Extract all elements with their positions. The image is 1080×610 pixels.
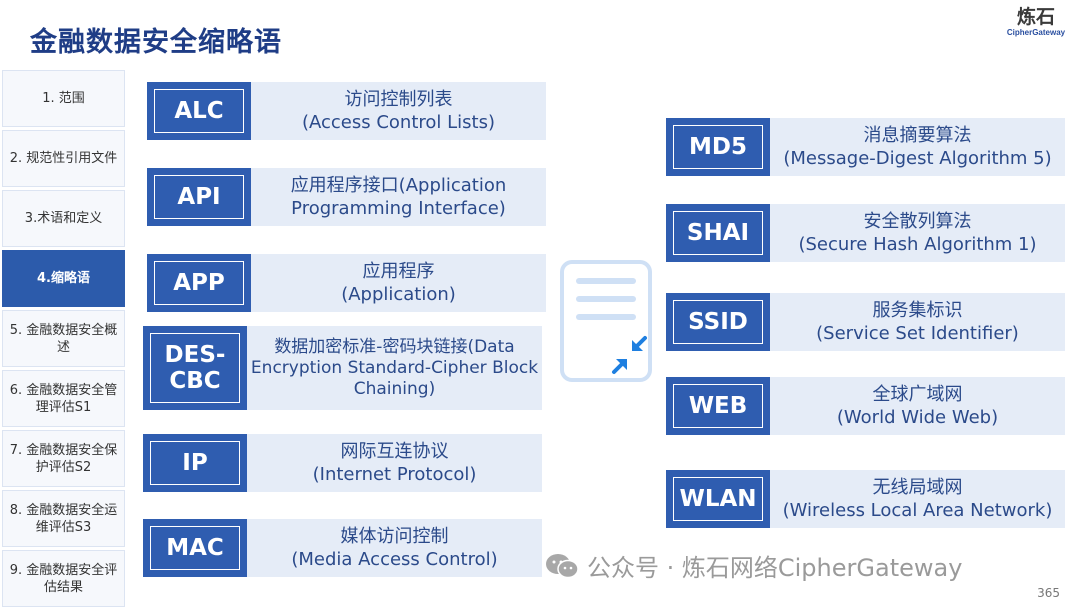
term-en: (Service Set Identifier) [816,323,1019,344]
term-card-des-cbc: DES- CBC 数据加密标准-密码块链接(Data Encryption St… [143,326,542,410]
term-abbr: MD5 [666,118,770,176]
term-en: Encryption Standard-Cipher Block [250,357,539,378]
term-description: 网际互连协议 (Internet Protocol) [247,434,542,492]
sidebar-item-abbreviations[interactable]: 4.缩略语 [2,250,125,307]
term-description: 全球广域网 (World Wide Web) [770,377,1065,435]
page-title: 金融数据安全缩略语 [30,27,282,58]
term-abbr: APP [147,254,251,312]
sidebar-item-normative-references[interactable]: 2. 规范性引用文件 [2,130,125,187]
term-card-mac: MAC 媒体访问控制 (Media Access Control) [143,519,542,577]
watermark-text: 公众号 · 炼石网络CipherGateway [587,554,963,582]
term-abbr: DES- CBC [143,326,247,410]
sidebar-item-operations-assessment[interactable]: 8. 金融数据安全运维评估S3 [2,490,125,547]
term-card-ip: IP 网际互连协议 (Internet Protocol) [143,434,542,492]
term-description: 应用程序接口(Application Programming Interface… [251,168,546,226]
sidebar-item-overview[interactable]: 5. 金融数据安全概述 [2,310,125,367]
sidebar-item-scope[interactable]: 1. 范围 [2,70,125,127]
term-en: (Wireless Local Area Network) [782,500,1053,521]
sidebar-item-assessment-results[interactable]: 9. 金融数据安全评估结果 [2,550,125,607]
term-en: (Access Control Lists) [301,112,496,133]
term-abbr: SSID [666,293,770,351]
term-abbr: MAC [143,519,247,577]
term-en: (Application) [341,284,456,305]
brand-logo: 炼石 CipherGateway [1004,6,1068,37]
term-abbr: WLAN [666,470,770,528]
wechat-icon [546,553,579,578]
term-en: (Internet Protocol) [312,464,477,485]
term-cn: 全球广域网 [872,384,963,405]
term-cn: 安全散列算法 [863,211,972,232]
term-description: 访问控制列表 (Access Control Lists) [251,82,546,140]
term-en: (Secure Hash Algorithm 1) [798,234,1037,255]
term-en: Programming Interface) [291,198,506,219]
term-card-web: WEB 全球广域网 (World Wide Web) [666,377,1065,435]
term-description: 无线局域网 (Wireless Local Area Network) [770,470,1065,528]
page-number: 365 [1037,586,1060,600]
sidebar-item-terms-definitions[interactable]: 3.术语和定义 [2,190,125,247]
term-card-ssid: SSID 服务集标识 (Service Set Identifier) [666,293,1065,351]
term-cn: 应用程序接口(Application [290,175,507,196]
term-cn: 无线局域网 [872,477,963,498]
term-abbr: API [147,168,251,226]
term-abbr: ALC [147,82,251,140]
wechat-watermark: 公众号 · 炼石网络CipherGateway [545,548,962,583]
term-card-sha1: SHAI 安全散列算法 (Secure Hash Algorithm 1) [666,204,1065,262]
term-cn: 应用程序 [362,261,435,282]
term-description: 数据加密标准-密码块链接(Data Encryption Standard-Ci… [247,326,542,410]
term-description: 安全散列算法 (Secure Hash Algorithm 1) [770,204,1065,262]
term-cn: 网际互连协议 [340,441,449,462]
term-en-cont: Chaining) [353,378,436,399]
term-description: 服务集标识 (Service Set Identifier) [770,293,1065,351]
term-card-wlan: WLAN 无线局域网 (Wireless Local Area Network) [666,470,1065,528]
term-card-alc: ALC 访问控制列表 (Access Control Lists) [147,82,546,140]
term-abbr: IP [143,434,247,492]
term-description: 媒体访问控制 (Media Access Control) [247,519,542,577]
term-description: 消息摘要算法 (Message-Digest Algorithm 5) [770,118,1065,176]
term-card-api: API 应用程序接口(Application Programming Inter… [147,168,546,226]
term-description: 应用程序 (Application) [251,254,546,312]
term-en: (Media Access Control) [291,549,498,570]
term-cn: 消息摘要算法 [863,125,972,146]
logo-text-cn: 炼石 [1016,6,1055,28]
sidebar-item-protection-assessment[interactable]: 7. 金融数据安全保护评估S2 [2,430,125,487]
term-card-app: APP 应用程序 (Application) [147,254,546,312]
term-cn: 服务集标识 [872,300,963,321]
logo-text-en: CipherGateway [1006,28,1066,37]
term-en: (World Wide Web) [836,407,999,428]
sidebar-nav: 1. 范围 2. 规范性引用文件 3.术语和定义 4.缩略语 5. 金融数据安全… [2,70,125,610]
term-abbr: SHAI [666,204,770,262]
document-icon [560,260,652,382]
term-cn: 媒体访问控制 [340,526,449,547]
term-abbr: WEB [666,377,770,435]
term-cn: 访问控制列表 [344,89,453,110]
term-cn: 数据加密标准-密码块链接(Data [274,336,515,357]
sidebar-item-management-assessment[interactable]: 6. 金融数据安全管理评估S1 [2,370,125,427]
term-card-md5: MD5 消息摘要算法 (Message-Digest Algorithm 5) [666,118,1065,176]
term-en: (Message-Digest Algorithm 5) [783,148,1052,169]
